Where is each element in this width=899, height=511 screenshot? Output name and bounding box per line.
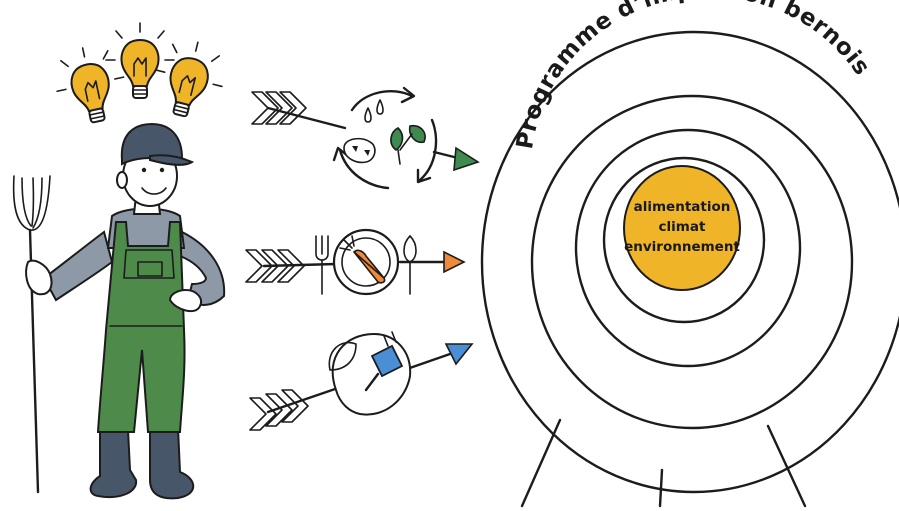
- target-ring-3: [574, 128, 802, 368]
- arrow-cycle: [251, 86, 480, 190]
- cap-icon: [120, 122, 183, 166]
- target-title: Programme d’impulsion bernois: [512, 0, 875, 151]
- farmer-illustration: [12, 122, 226, 500]
- target-ring-outer: [480, 30, 899, 494]
- bullseye-label-line-1: alimentation: [634, 199, 731, 215]
- arrow-food: [245, 228, 466, 296]
- arrow-fletching: [251, 91, 307, 125]
- plate-carrot-cutlery-icon: [315, 228, 417, 296]
- arrowhead-orange: [443, 250, 466, 274]
- lightbulb-icon: [56, 47, 125, 124]
- target: Programme d’impulsion bernois alimentati…: [480, 0, 899, 508]
- lightbulb-icon: [105, 22, 175, 99]
- carrot-icon: [352, 249, 386, 284]
- arrowhead-blue: [444, 343, 474, 366]
- left-arm: [42, 230, 114, 302]
- leaf-plug-icon: [328, 331, 412, 416]
- target-ring-4: [602, 156, 766, 324]
- bullseye: [623, 165, 741, 291]
- right-boot: [149, 427, 195, 500]
- arrowhead-green: [453, 146, 480, 172]
- plug-icon: [370, 344, 404, 378]
- left-hand: [25, 259, 53, 296]
- target-ring-2: [530, 94, 854, 430]
- right-hand: [168, 288, 202, 313]
- target-stand: [520, 418, 807, 508]
- ideas-lightbulbs: [56, 22, 223, 124]
- lightbulb-icon: [155, 41, 223, 118]
- bullseye-label-line-3: environnement: [624, 239, 740, 255]
- arrow-energy: [249, 331, 474, 431]
- pitchfork-icon: [12, 175, 51, 494]
- bullseye-label-line-2: climat: [659, 219, 706, 235]
- overalls: [96, 221, 186, 433]
- cow-icon: [343, 137, 376, 164]
- left-boot: [89, 429, 138, 498]
- recycle-cycle-icon: [332, 86, 438, 190]
- arrow-fletching: [249, 389, 309, 431]
